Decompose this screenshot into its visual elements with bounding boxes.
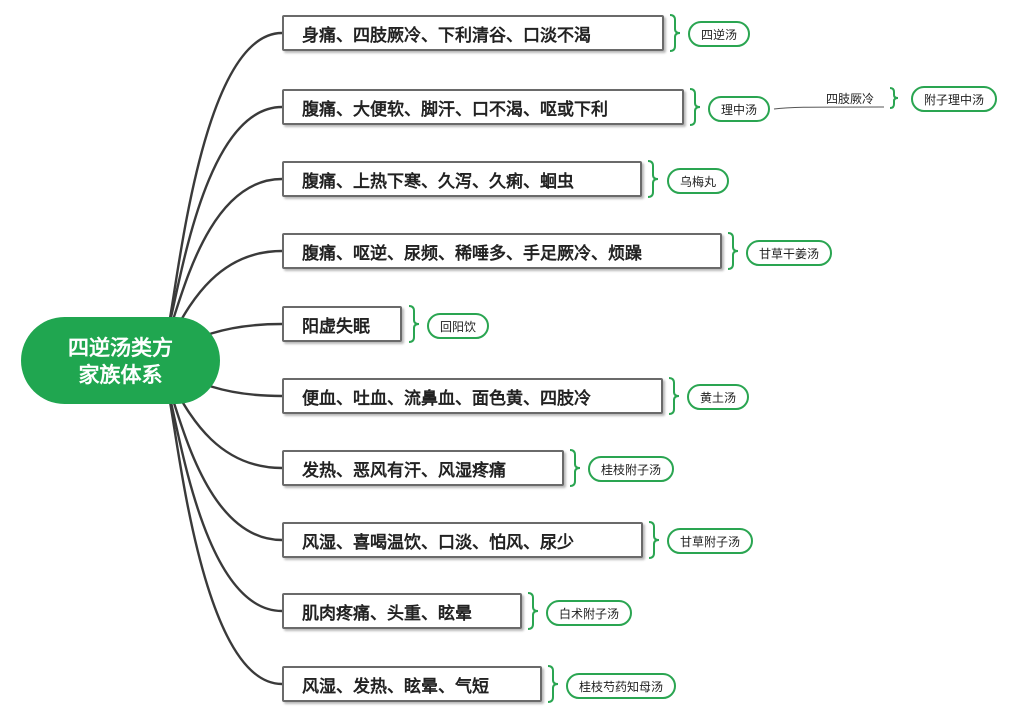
formula-tag-9: 白术附子汤 [546, 600, 633, 626]
sub-branch-connector [773, 106, 885, 110]
bracket-3 [647, 160, 659, 198]
bracket-7 [569, 449, 581, 487]
formula-tag-4: 甘草干姜汤 [746, 240, 833, 266]
bracket-5 [408, 305, 420, 343]
symptom-box-9: 肌肉疼痛、头重、眩晕 [282, 593, 522, 629]
bracket-sub [889, 87, 899, 109]
bracket-10 [547, 665, 559, 703]
symptom-box-8: 风湿、喜喝温饮、口淡、怕风、尿少 [282, 522, 643, 558]
symptom-box-1: 身痛、四肢厥冷、下利清谷、口淡不渴 [282, 15, 664, 51]
formula-tag-6: 黄土汤 [687, 384, 750, 410]
formula-tag-2: 理中汤 [708, 96, 771, 122]
symptom-box-4: 腹痛、呕逆、尿频、稀唾多、手足厥冷、烦躁 [282, 233, 722, 269]
symptom-box-7: 发热、恶风有汗、风湿疼痛 [282, 450, 564, 486]
bracket-2 [689, 88, 701, 126]
symptom-box-10: 风湿、发热、眩晕、气短 [282, 666, 542, 702]
bracket-1 [669, 14, 681, 52]
bracket-8 [648, 521, 660, 559]
symptom-box-5: 阳虚失眠 [282, 306, 402, 342]
root-title-line1: 四逆汤类方 [68, 334, 173, 360]
formula-tag-sub: 附子理中汤 [911, 86, 998, 112]
sub-branch-label: 四肢厥冷 [826, 92, 875, 106]
bracket-4 [727, 232, 739, 270]
formula-tag-10: 桂枝芍药知母汤 [566, 673, 677, 699]
formula-tag-8: 甘草附子汤 [667, 528, 754, 554]
formula-tag-3: 乌梅丸 [667, 168, 730, 194]
branch-connector-10 [168, 398, 283, 686]
formula-tag-5: 回阳饮 [427, 313, 490, 339]
root-title-line2: 家族体系 [78, 361, 163, 387]
formula-tag-7: 桂枝附子汤 [588, 456, 675, 482]
formula-tag-1: 四逆汤 [688, 21, 751, 47]
branch-connector-2 [166, 105, 283, 330]
bracket-9 [527, 592, 539, 630]
branch-connector-1 [168, 31, 283, 321]
symptom-box-2: 腹痛、大便软、脚汗、口不渴、呕或下利 [282, 89, 684, 125]
bracket-6 [668, 377, 680, 415]
symptom-box-3: 腹痛、上热下寒、久泻、久痢、蛔虫 [282, 161, 642, 197]
symptom-box-6: 便血、吐血、流鼻血、面色黄、四肢冷 [282, 378, 663, 414]
root-node: 四逆汤类方 家族体系 [21, 317, 220, 404]
branch-connector-9 [166, 389, 283, 613]
